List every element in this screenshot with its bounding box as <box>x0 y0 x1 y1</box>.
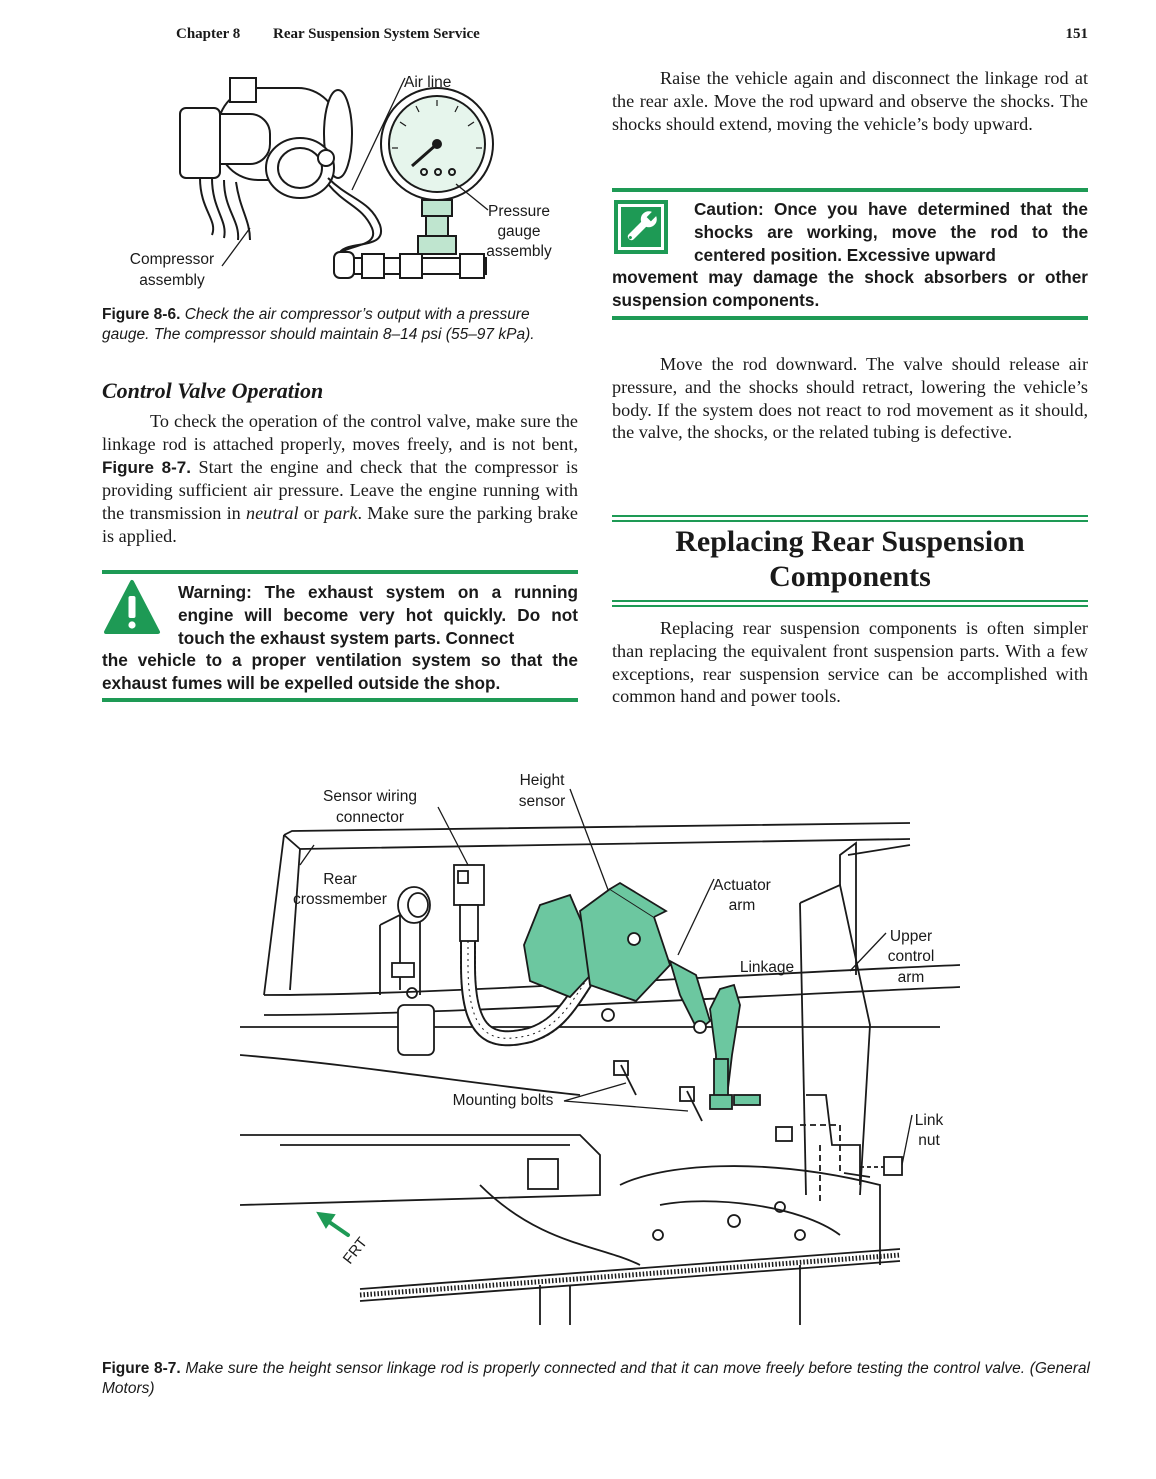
link-label: Link <box>914 1112 944 1129</box>
section-rule-bottom-2 <box>612 605 1088 607</box>
caution-top-rule <box>612 188 1088 192</box>
chapter-label: Chapter 8 <box>176 26 241 42</box>
section-title-line1: Replacing Rear Suspension <box>675 525 1025 558</box>
actuator-label: Actuator <box>713 877 771 894</box>
figure-8-6-caption-text: Check the air compressor’s output with a… <box>102 306 535 343</box>
replacing-paragraph: Replacing rear suspension components is … <box>612 618 1088 707</box>
control-valve-heading: Control Valve Operation <box>102 378 324 403</box>
page-number: 151 <box>1065 26 1089 42</box>
connector-label: connector <box>335 809 405 826</box>
pressure-label: Pressure <box>487 203 551 220</box>
control-valve-paragraph: To check the operation of the control va… <box>102 411 578 546</box>
figure-8-7-caption: Figure 8-7. Make sure the height sensor … <box>102 1359 1090 1399</box>
section-rule-top-2 <box>612 520 1088 522</box>
control-label: control <box>887 948 935 965</box>
linkage-label: Linkage <box>739 959 795 976</box>
sensor-wiring-label: Sensor wiring <box>323 788 417 805</box>
move-rod-paragraph: Move the rod downward. The valve should … <box>612 354 1088 443</box>
rear-label: Rear <box>323 871 357 888</box>
upper-arm-label: arm <box>897 969 925 986</box>
gauge-label: gauge <box>497 223 541 240</box>
upper-label: Upper <box>889 928 933 945</box>
air-line-label: Air line <box>404 74 452 91</box>
figure-8-7-caption-label: Figure 8-7. <box>102 1360 181 1377</box>
warning-top-rule <box>102 570 578 574</box>
warning-text-rest: the vehicle to a proper ventilation syst… <box>102 650 578 693</box>
compressor-label: Compressor <box>129 251 215 268</box>
section-rule-top-1 <box>612 515 1088 517</box>
crossmember-label: crossmember <box>293 891 387 908</box>
wrench-icon <box>612 198 670 256</box>
figure-8-6-caption: Figure 8-6. Check the air compressor’s o… <box>102 305 580 345</box>
actuator-arm-label: arm <box>728 897 756 914</box>
caution-text-first: Caution: Once you have determined that t… <box>694 199 1088 265</box>
warning-text-first: Warning: The exhaust system on a running… <box>178 582 578 648</box>
section-title: Replacing Rear Suspension Components <box>612 524 1088 594</box>
section-label: Rear Suspension System Service <box>273 26 480 42</box>
running-header: Chapter 8 Rear Suspension System Service… <box>176 26 1088 48</box>
warning-icon <box>102 578 162 638</box>
raise-vehicle-paragraph: Raise the vehicle again and disconnect t… <box>612 68 1088 134</box>
compressor-assembly-label: assembly <box>139 272 205 289</box>
caution-text-rest: movement may damage the shock absorbers … <box>612 267 1088 310</box>
gauge-assembly-label: assembly <box>486 243 552 260</box>
section-title-line2: Components <box>769 560 931 593</box>
frt-label: FRT <box>340 1234 371 1267</box>
height-label: Height <box>519 772 565 789</box>
figure-8-6-caption-label: Figure 8-6. <box>102 306 181 323</box>
nut-label: nut <box>918 1132 940 1149</box>
section-rule-bottom-1 <box>612 600 1088 602</box>
mounting-bolts-label: Mounting bolts <box>452 1092 554 1109</box>
compressor-gauge-illustration <box>179 77 494 279</box>
figure-8-7-reference: Figure 8-7. <box>102 457 191 477</box>
figure-8-7-caption-text: Make sure the height sensor linkage rod … <box>102 1360 1090 1397</box>
caution-bottom-rule <box>612 316 1088 320</box>
figure-8-7: FRT Sensor wiring connector Height senso… <box>239 765 961 1325</box>
warning-bottom-rule <box>102 698 578 702</box>
figure-8-6: Air line Pressure gauge assembly Compres… <box>100 60 580 300</box>
sensor-label: sensor <box>518 793 566 810</box>
height-sensor-illustration: FRT <box>239 788 961 1325</box>
